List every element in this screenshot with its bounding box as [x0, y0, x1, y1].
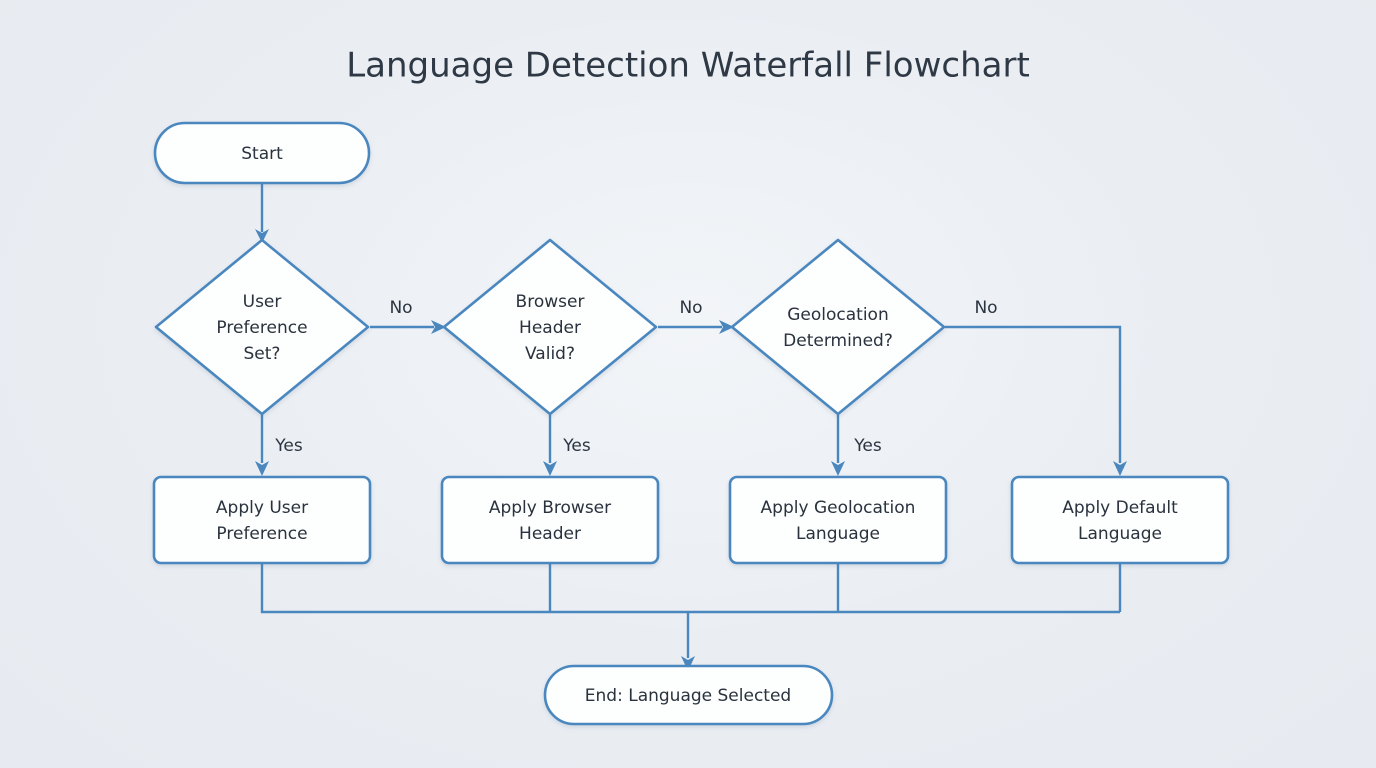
node-end-label: End: Language Selected: [585, 686, 791, 706]
node-decision-geolocation-line-2: Determined?: [783, 331, 893, 351]
node-process-default-line-1: Apply Default: [1062, 498, 1178, 518]
node-process-browser-header-line-1: Apply Browser: [489, 498, 611, 518]
node-process-default[interactable]: Apply Default Language: [1010, 475, 1230, 565]
node-decision-user-preference-line-2: Preference: [216, 318, 307, 338]
edge-label-yes-geolocation: Yes: [853, 436, 882, 456]
edge-geolocation-yes: Yes: [831, 414, 882, 476]
node-process-user-preference[interactable]: Apply User Preference: [152, 475, 372, 565]
node-decision-browser-header-line-2: Header: [519, 318, 581, 338]
node-process-browser-header-shape: [440, 475, 660, 565]
node-decision-browser-header[interactable]: Browser Header Valid?: [442, 238, 658, 416]
node-process-geolocation[interactable]: Apply Geolocation Language: [728, 475, 948, 565]
edge-label-no-browser-header: No: [679, 298, 702, 318]
edge-browser-header-yes: Yes: [543, 414, 591, 476]
node-start-shape: [153, 121, 371, 185]
edge-label-yes-user-preference: Yes: [274, 436, 303, 456]
node-start[interactable]: Start: [153, 121, 371, 185]
node-process-user-preference-shape: [152, 475, 372, 565]
node-process-geolocation-line-1: Apply Geolocation: [761, 498, 916, 518]
node-process-geolocation-shape: [728, 475, 948, 565]
node-end[interactable]: End: Language Selected: [543, 664, 834, 726]
edge-user-preference-no: No: [370, 298, 446, 334]
node-layer: Start User Preference Set? Browser Heade…: [152, 121, 1230, 726]
page-title: Language Detection Waterfall Flowchart: [346, 46, 1030, 86]
node-process-default-line-2: Language: [1078, 524, 1162, 544]
node-decision-geolocation[interactable]: Geolocation Determined?: [730, 238, 946, 416]
node-decision-user-preference-line-3: Set?: [244, 344, 281, 364]
edge-browser-header-no: No: [658, 298, 734, 334]
node-decision-browser-header-line-1: Browser: [516, 292, 585, 312]
node-process-user-preference-line-1: Apply User: [216, 498, 308, 518]
node-process-browser-header[interactable]: Apply Browser Header: [440, 475, 660, 565]
node-start-label: Start: [241, 144, 283, 164]
node-decision-user-preference-line-1: User: [243, 292, 282, 312]
node-decision-user-preference[interactable]: User Preference Set?: [154, 238, 370, 416]
edge-label-no-geolocation: No: [974, 298, 997, 318]
edge-layer: No No No Yes: [255, 183, 1127, 671]
edge-start-to-user-preference: [255, 183, 269, 243]
node-process-geolocation-line-2: Language: [796, 524, 880, 544]
node-process-default-shape: [1010, 475, 1230, 565]
node-process-browser-header-line-2: Header: [519, 524, 581, 544]
edge-merge-bus-to-end: [260, 563, 1122, 671]
edge-label-yes-browser-header: Yes: [562, 436, 591, 456]
node-process-user-preference-line-2: Preference: [216, 524, 307, 544]
edge-label-no-user-preference: No: [389, 298, 412, 318]
node-decision-user-preference-shape: [154, 238, 370, 416]
edge-geolocation-no: No: [945, 298, 1127, 476]
node-decision-browser-header-shape: [442, 238, 658, 416]
node-end-shape: [543, 664, 834, 726]
node-decision-browser-header-line-3: Valid?: [525, 344, 575, 364]
node-decision-geolocation-shape: [730, 238, 946, 416]
node-decision-geolocation-line-1: Geolocation: [787, 305, 889, 325]
edge-user-preference-yes: Yes: [255, 414, 303, 476]
